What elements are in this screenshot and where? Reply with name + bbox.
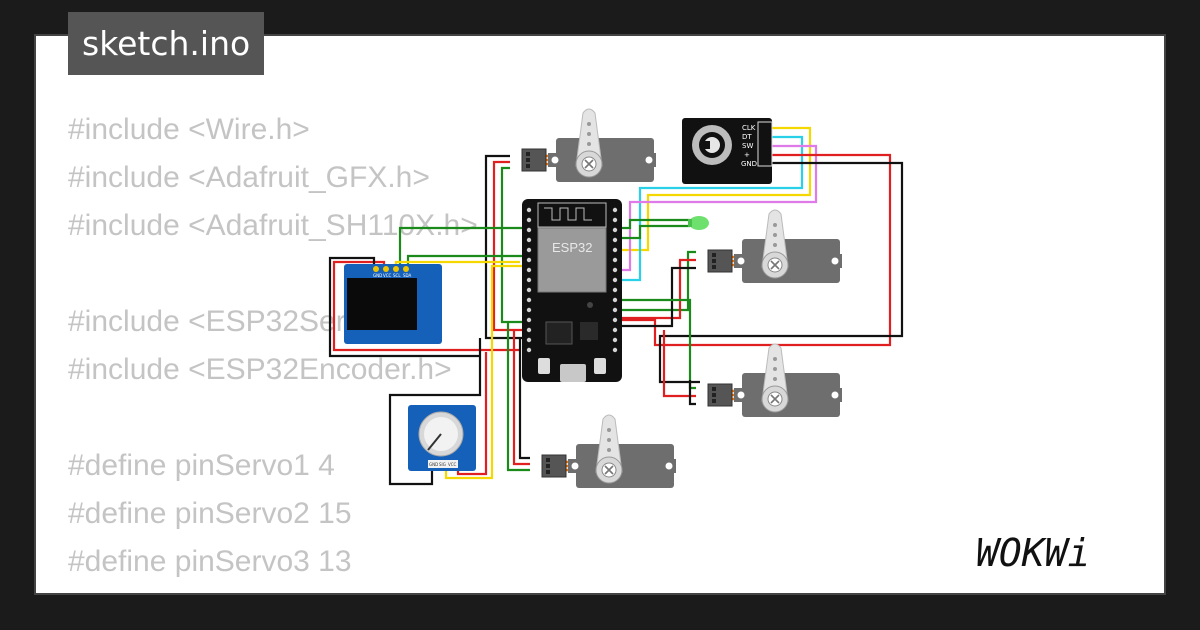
wire-servo1-sig[interactable] [500,166,522,324]
wokwi-logo: WOKWi [976,531,1090,575]
wire-oled-gnd[interactable] [328,256,480,358]
wire-encoder-clk[interactable] [620,126,812,252]
wire-servo3-vcc[interactable] [662,330,696,398]
wire-servo4-vcc[interactable] [512,330,530,466]
wire-encoder-sw[interactable] [620,144,818,272]
code-line: #include <Adafruit_SH110X.h> [68,209,478,242]
wire-pot-sig[interactable] [444,264,522,480]
oled-pin-sda: SDA [403,273,412,278]
encoder-pin-plus: + [744,151,750,159]
wire-encoder-gnd[interactable] [658,161,904,384]
code-line: #include <Adafruit_GFX.h> [68,161,430,194]
oled-pin-gnd: GND [373,273,382,278]
servo-motor-3[interactable] [706,342,844,419]
encoder-pin-clk: CLK [742,124,756,132]
encoder-pin-dt: DT [742,133,752,141]
oled-pin-vcc: VCC [383,273,392,278]
servo-motor-1[interactable] [520,107,658,184]
oled-pin-scl: SCL [393,273,401,278]
esp32-board[interactable]: ESP32 [522,199,622,382]
wire-encoder-dt[interactable] [620,135,804,282]
encoder-pin-sw: SW [742,142,753,150]
servo-motor-2[interactable] [706,208,844,285]
wire-servo1-vcc[interactable] [492,160,522,332]
rotary-encoder[interactable]: CLK DT SW + GND [682,118,773,184]
esp32-label: ESP32 [552,240,592,255]
wire-servo4-sig[interactable] [506,322,530,472]
code-line: #define pinServo3 13 [68,545,352,578]
wire-servo3-sig[interactable] [620,298,696,390]
code-line: #define pinServo2 15 [68,497,352,530]
wire-pot-gnd[interactable] [388,338,482,486]
code-line: #define pinServo1 4 [68,449,335,482]
diagram-canvas[interactable]: #include <Wire.h> #include <Adafruit_GFX… [34,34,1166,595]
code-editor: #include <Wire.h> #include <Adafruit_GFX… [68,106,478,593]
pot-pin-vcc: VCC [448,462,457,467]
oled-display[interactable]: GND VCC SCL SDA [344,264,442,344]
file-tab[interactable]: sketch.ino [68,12,265,75]
pot-pin-sig: SIG [439,462,446,467]
wire-servo2-sig[interactable] [620,250,696,312]
code-line: #include <Wire.h> [68,113,310,146]
encoder-pin-gnd: GND [741,160,757,168]
wire-oled-vcc[interactable] [332,260,520,352]
wires [328,126,904,486]
potentiometer[interactable]: GND SIG VCC [408,405,476,471]
wire-led[interactable] [398,218,690,266]
servo-motor-4[interactable] [540,413,678,490]
wire-servo2-vcc[interactable] [620,258,696,320]
code-line: #include <ESP32Encoder.h> [68,353,452,386]
wire-servo2-gnd[interactable] [620,266,696,328]
brand-text: WOKWi [976,531,1090,575]
pot-pin-gnd: GND [429,462,438,467]
wire-servo4-gnd[interactable] [518,338,530,460]
green-led[interactable] [688,216,709,230]
wire-pot-vcc[interactable] [456,352,488,476]
wire-servo1-gnd[interactable] [484,154,522,340]
wire-servo3-gnd[interactable] [688,380,696,406]
wire-led-gnd[interactable] [610,224,690,240]
